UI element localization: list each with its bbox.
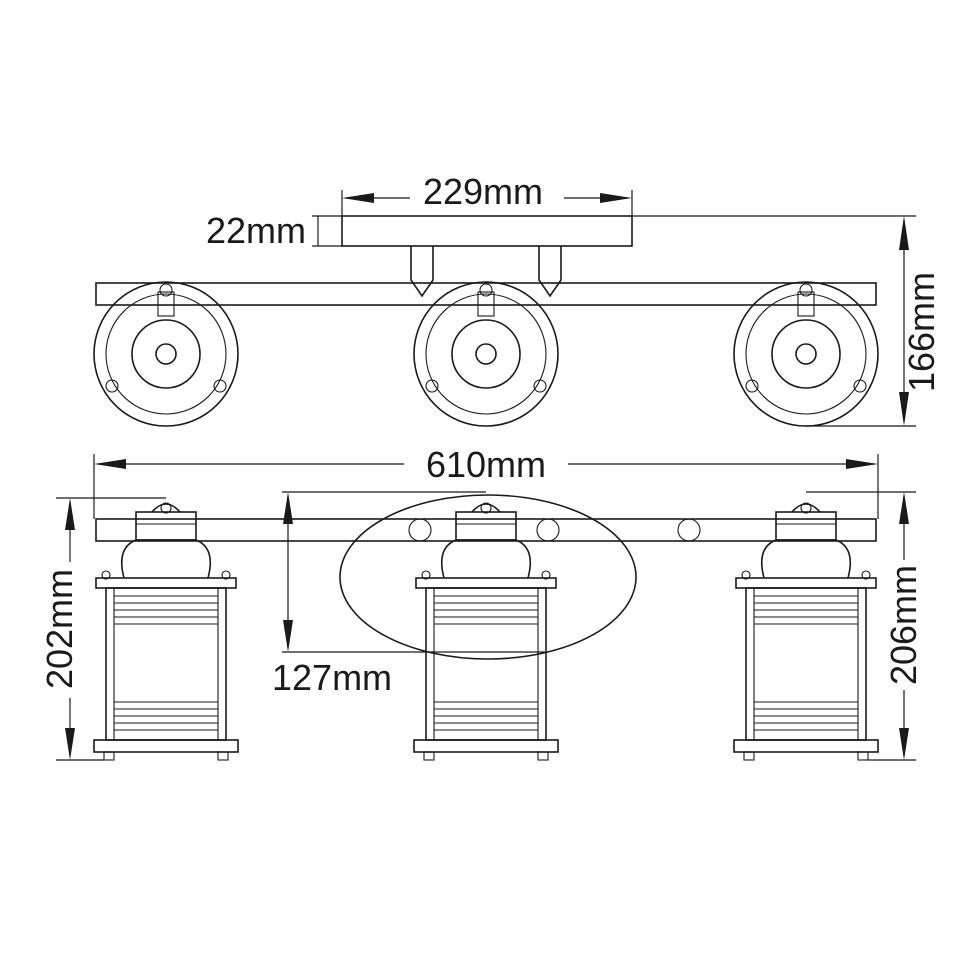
canopy-stem-right: [538, 246, 562, 298]
dimension-top-height: [632, 215, 916, 427]
dimension-right-height: [806, 491, 916, 761]
dimension-left-height: [56, 497, 166, 761]
hidden-joint-right: [536, 518, 560, 542]
label-left-height: 202mm: [39, 569, 80, 689]
dimension-canopy-width: [341, 190, 633, 216]
dimension-projection: [282, 491, 548, 653]
label-projection: 127mm: [272, 657, 392, 698]
canopy-stem-left: [410, 246, 434, 298]
lantern-middle: [413, 502, 559, 761]
lantern-left: [93, 502, 239, 761]
detail-ellipse: [339, 494, 637, 660]
bar-bolt: [677, 518, 701, 542]
backplate-middle: [413, 281, 559, 427]
front-bar: [95, 518, 877, 542]
label-right-height: 206mm: [883, 565, 924, 685]
label-canopy-depth: 22mm: [206, 210, 306, 251]
backplate-right: [733, 281, 879, 427]
dimension-overall-width: [93, 454, 879, 519]
top-bar: [95, 282, 877, 306]
label-canopy-width: 229mm: [423, 171, 543, 212]
canopy-plate: [341, 215, 633, 247]
backplate-left: [93, 281, 239, 427]
lantern-right: [733, 502, 879, 761]
dimension-canopy-depth: [312, 215, 342, 247]
label-overall-width: 610mm: [426, 444, 546, 485]
top-view: [93, 190, 916, 427]
label-top-height: 166mm: [901, 272, 942, 392]
hidden-joint-left: [408, 518, 432, 542]
front-view: [56, 454, 916, 761]
